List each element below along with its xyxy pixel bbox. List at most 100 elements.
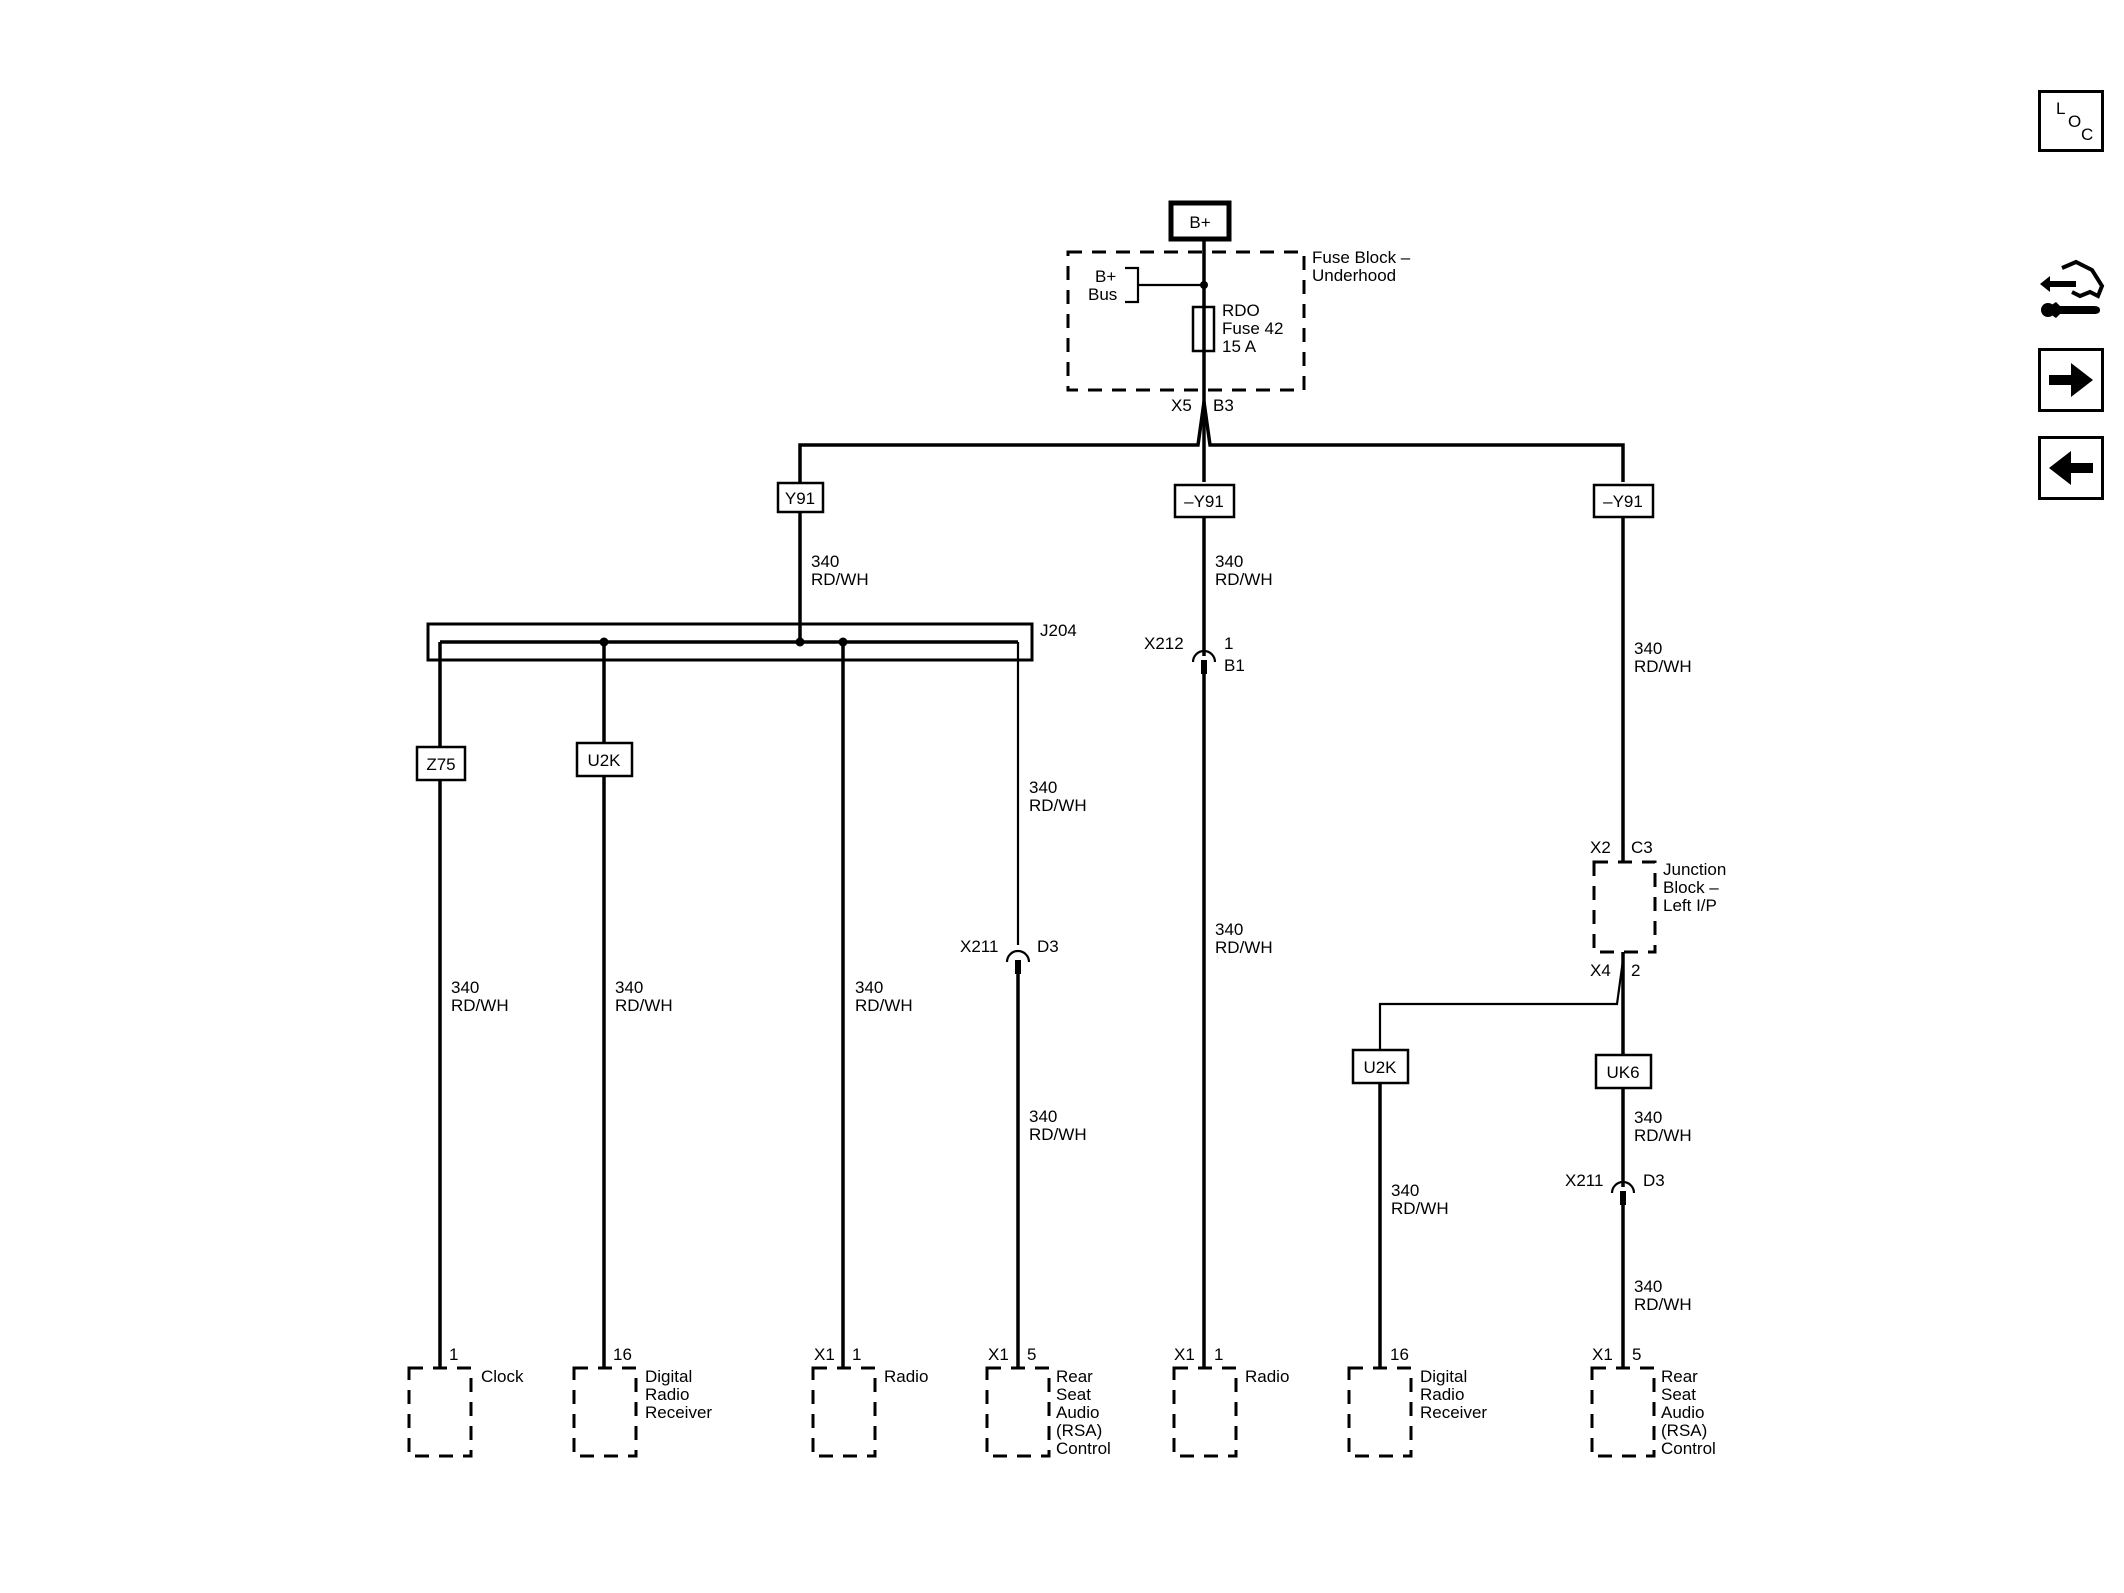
component-radio-center: X1 1 Radio xyxy=(1172,1345,1289,1458)
jb-pin-2: 2 xyxy=(1631,961,1640,980)
component-rsa-left-label-5: Control xyxy=(1056,1439,1111,1458)
component-rsa-right-pin: 5 xyxy=(1632,1345,1641,1364)
connector-tools-icon[interactable] xyxy=(2036,256,2106,330)
option-y91-left xyxy=(776,481,825,514)
component-radio-left-label-1: Radio xyxy=(884,1367,928,1386)
x211-right-pin: D3 xyxy=(1643,1171,1665,1190)
component-drr-left-label-2: Radio xyxy=(645,1385,689,1404)
clock-wire-color: RD/WH xyxy=(451,996,509,1015)
forward-arrow-icon[interactable] xyxy=(2038,348,2104,412)
location-icon-l: L xyxy=(2056,99,2066,118)
component-rsa-right-label-3: Audio xyxy=(1661,1403,1704,1422)
x211-left-name: X211 xyxy=(960,937,998,956)
center-lower-color: RD/WH xyxy=(1215,938,1273,957)
radio-left-wire-code: 340 xyxy=(855,978,883,997)
back-arrow-glyph xyxy=(2049,451,2093,485)
splice-dot-2 xyxy=(795,637,805,647)
component-drr-right-label-3: Receiver xyxy=(1420,1403,1487,1422)
component-radio-left-conn: X1 xyxy=(814,1345,835,1364)
component-digital-radio-receiver-left: 16 Digital Radio Receiver xyxy=(572,1345,712,1458)
rsa-right-upper-color: RD/WH xyxy=(1634,1126,1692,1145)
component-rsa-left-label-2: Seat xyxy=(1056,1385,1091,1404)
component-rsa-right-label-1: Rear xyxy=(1661,1367,1698,1386)
component-drr-left-label-1: Digital xyxy=(645,1367,692,1386)
option-z75 xyxy=(415,745,467,782)
forward-arrow-glyph xyxy=(2049,363,2093,397)
inline-connector-x211-left xyxy=(1005,949,1031,963)
radio-left-wire-color: RD/WH xyxy=(855,996,913,1015)
left-branch-code: 340 xyxy=(811,552,839,571)
fuse-block-title-1: Fuse Block – xyxy=(1312,248,1411,267)
b-plus-source-label: B+ xyxy=(1189,213,1210,232)
component-drr-left-pin: 16 xyxy=(613,1345,632,1364)
x212-pin-bottom: B1 xyxy=(1224,656,1245,675)
junction-block-left-ip xyxy=(1592,860,1657,954)
splice-j204 xyxy=(426,622,1034,662)
component-clock-pin: 1 xyxy=(449,1345,458,1364)
bus-label-1: B+ xyxy=(1095,267,1116,286)
component-drr-right-label-2: Radio xyxy=(1420,1385,1464,1404)
component-rsa-left-pin: 5 xyxy=(1027,1345,1036,1364)
component-drr-right-label-1: Digital xyxy=(1420,1367,1467,1386)
splice-j204-label: J204 xyxy=(1040,621,1077,640)
inline-connector-x212-pin xyxy=(1201,660,1207,674)
option-y91-center-label: –Y91 xyxy=(1184,492,1224,511)
right-upper-color: RD/WH xyxy=(1634,657,1692,676)
rsa-left-lower-color: RD/WH xyxy=(1029,1125,1087,1144)
location-icon-o: O xyxy=(2068,112,2082,131)
location-icon[interactable]: L O C xyxy=(2038,90,2104,152)
rsa-left-lower-code: 340 xyxy=(1029,1107,1057,1126)
component-rsa-left-label-4: (RSA) xyxy=(1056,1421,1102,1440)
option-uk6-label: UK6 xyxy=(1606,1063,1639,1082)
component-rsa-right-label-4: (RSA) xyxy=(1661,1421,1707,1440)
back-arrow-icon[interactable] xyxy=(2038,436,2104,500)
fuse-label-2: Fuse 42 xyxy=(1222,319,1283,338)
component-radio-center-label-1: Radio xyxy=(1245,1367,1289,1386)
option-u2k-left-label: U2K xyxy=(587,751,621,770)
left-branch-color: RD/WH xyxy=(811,570,869,589)
option-y91-left-label: Y91 xyxy=(785,489,815,508)
jb-pin-x2: X2 xyxy=(1590,838,1611,857)
junction-block-label-1: Junction xyxy=(1663,860,1726,879)
fuse-block-outline xyxy=(1066,250,1306,392)
option-u2k-right-label: U2K xyxy=(1363,1058,1397,1077)
drr-right-wire-code: 340 xyxy=(1391,1181,1419,1200)
option-y91-right-label: –Y91 xyxy=(1603,492,1643,511)
inline-connector-x211-left-pin xyxy=(1015,960,1021,974)
fuse-label-3: 15 A xyxy=(1222,337,1257,356)
jb-pin-x4: X4 xyxy=(1590,961,1611,980)
option-u2k-left xyxy=(575,741,634,778)
component-radio-center-pin: 1 xyxy=(1214,1345,1223,1364)
option-u2k-right xyxy=(1351,1048,1410,1085)
fuse-label-1: RDO xyxy=(1222,301,1260,320)
option-z75-label: Z75 xyxy=(426,755,455,774)
component-rsa-right-label-2: Seat xyxy=(1661,1385,1696,1404)
rsa-right-lower-color: RD/WH xyxy=(1634,1295,1692,1314)
center-lower-code: 340 xyxy=(1215,920,1243,939)
x212-name: X212 xyxy=(1144,634,1184,653)
rsa-right-lower-code: 340 xyxy=(1634,1277,1662,1296)
component-radio-left-pin: 1 xyxy=(852,1345,861,1364)
component-clock: 1 Clock xyxy=(407,1345,524,1458)
bus-bracket xyxy=(1125,266,1204,304)
component-clock-label-1: Clock xyxy=(481,1367,524,1386)
trunk-right xyxy=(1202,401,1625,482)
b-plus-source-box xyxy=(1168,200,1232,242)
bus-label-2: Bus xyxy=(1088,285,1117,304)
clock-wire-code: 340 xyxy=(451,978,479,997)
right-split-left xyxy=(1378,959,1625,1052)
component-radio-left: X1 1 Radio xyxy=(811,1345,928,1458)
x212-pin-top: 1 xyxy=(1224,634,1233,653)
x211-left-pin: D3 xyxy=(1037,937,1059,956)
rsa-left-upper-code: 340 xyxy=(1029,778,1057,797)
component-radio-center-conn: X1 xyxy=(1174,1345,1195,1364)
component-rsa-control-right: X1 5 Rear Seat Audio (RSA) Control xyxy=(1590,1345,1716,1458)
rsa-left-upper-color: RD/WH xyxy=(1029,796,1087,815)
inline-connector-x211-right-pin xyxy=(1620,1191,1626,1205)
component-drr-left-label-3: Receiver xyxy=(645,1403,712,1422)
center-upper-color: RD/WH xyxy=(1215,570,1273,589)
component-rsa-left-label-1: Rear xyxy=(1056,1367,1093,1386)
component-drr-right-pin: 16 xyxy=(1390,1345,1409,1364)
component-rsa-right-label-5: Control xyxy=(1661,1439,1716,1458)
